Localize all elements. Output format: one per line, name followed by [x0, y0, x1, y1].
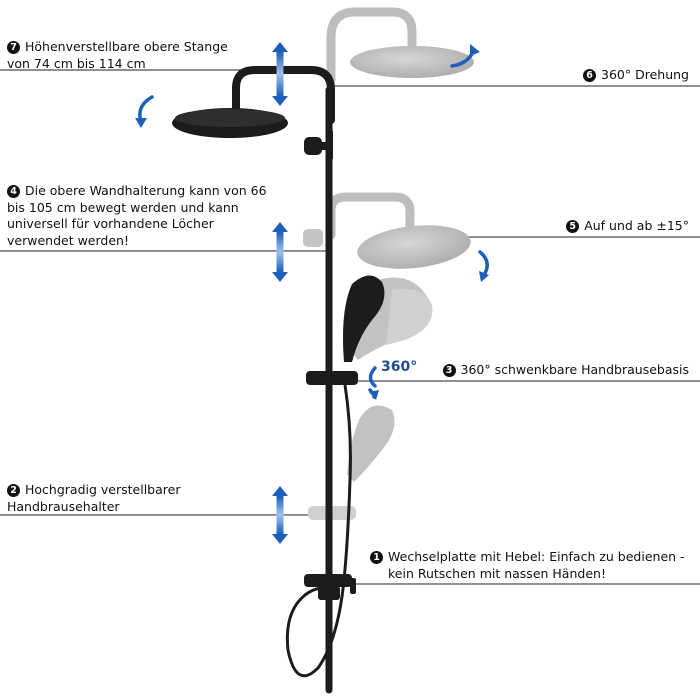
callout-2-line-2: Handbrausehalter [7, 498, 120, 514]
callout-1-line-1: Wechselplatte mit Hebel: Einfach zu bedi… [388, 549, 685, 564]
callout-6-rotation: 6 360° Drehung [583, 67, 689, 84]
callout-7-line-1: Höhenverstellbare obere Stange [25, 39, 228, 54]
numbered-badge-icon: 7 [7, 41, 20, 54]
callout-4-line-2: bis 105 cm bewegt werden und kann [7, 199, 239, 215]
upper-wall-bracket [304, 137, 322, 155]
callout-4-line-3: universell für vorhandene Löcher [7, 216, 214, 231]
callout-3-line-1: 360° schwenkbare Handbrausebasis [460, 362, 689, 377]
numbered-badge-icon: 5 [566, 220, 580, 233]
callout-7-height-adjustable-bar: 7 Höhenverstellbare obere Stange von 74 c… [7, 39, 228, 72]
ghost-wall-bracket [303, 229, 323, 247]
diverter-valve [304, 574, 356, 600]
rotation-degree-label: 360° [381, 359, 418, 375]
rotate-arrowheads [135, 44, 489, 400]
hand-shower [343, 275, 385, 362]
callout-3-swivel-base: 3 360° schwenkbare Handbrausebasis [442, 362, 689, 379]
numbered-badge-icon: 2 [7, 484, 20, 497]
shower-hose [285, 384, 352, 678]
up-down-arrow-icon [272, 42, 288, 544]
numbered-badge-icon: 3 [442, 364, 456, 377]
callout-2-hand-shower-holder: 2 Hochgradig verstellbarer Handbrausehalt… [7, 482, 180, 515]
numbered-badge-icon: 1 [370, 551, 383, 564]
callout-4-line-4: verwendet werden! [7, 232, 129, 248]
callout-1-line-2: kein Rutschen mit nassen Händen! [388, 565, 606, 581]
callout-5-line-1: Auf und ab ±15° [584, 218, 689, 233]
overhead-shower-head-top [175, 109, 285, 127]
numbered-badge-icon: 4 [7, 185, 20, 198]
callout-7-line-2: von 74 cm bis 114 cm [7, 55, 146, 71]
hand-shower-holder [306, 371, 358, 385]
callout-1-diverter: 1 Wechselplatte mit Hebel: Einfach zu bed… [370, 549, 685, 582]
callout-4-wall-bracket: 4 Die obere Wandhalterung kann von 66 bis… [7, 183, 267, 249]
callout-5-tilt: 5 Auf und ab ±15° [566, 218, 689, 235]
ghost-overhead-raised [326, 7, 417, 85]
callout-6-line-1: 360° Drehung [601, 67, 689, 82]
ghost-shower-head-middle [357, 225, 471, 269]
callout-4-line-1: Die obere Wandhalterung kann von 66 [25, 183, 267, 198]
ghost-shower-head-top [350, 46, 474, 78]
callout-2-line-1: Hochgradig verstellbarer [25, 482, 181, 497]
upper-bracket-clamp [326, 130, 333, 160]
numbered-badge-icon: 6 [583, 69, 597, 82]
